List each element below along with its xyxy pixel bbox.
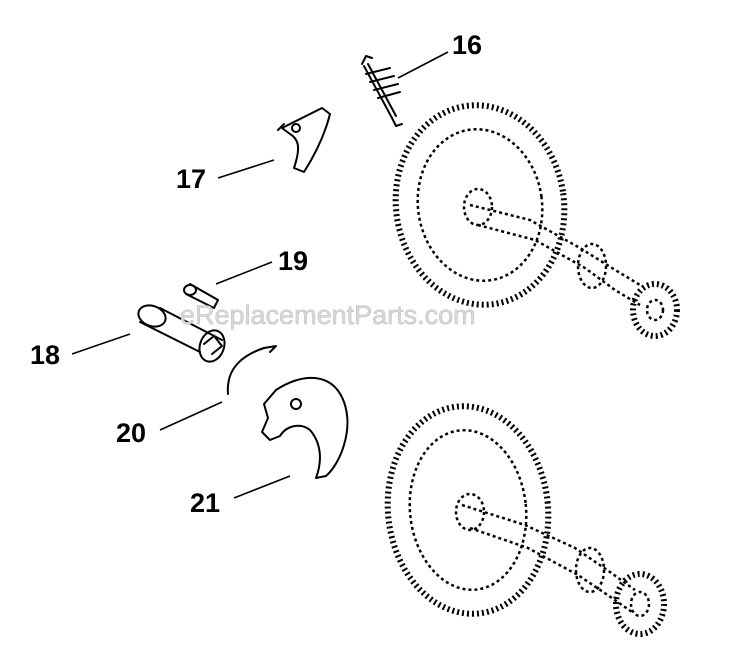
- part-17-flyweight: [277, 107, 331, 173]
- part-19-pin: [183, 283, 219, 309]
- callout-16: 16: [452, 30, 482, 60]
- part-21-plate: [261, 377, 349, 479]
- upper-camshaft-gear: [392, 102, 680, 339]
- part-18-sleeve: [137, 304, 226, 363]
- callout-20: 20: [116, 418, 146, 448]
- callout-17: 17: [176, 164, 206, 194]
- callout-21: 21: [190, 488, 220, 518]
- lower-camshaft-gear: [384, 403, 667, 637]
- part-16-spring: [361, 55, 403, 127]
- watermark-text: eReplacementParts.com: [180, 300, 476, 330]
- part-20-retaining-ring: [226, 345, 277, 395]
- callout-18: 18: [30, 340, 60, 370]
- callout-19: 19: [278, 246, 308, 276]
